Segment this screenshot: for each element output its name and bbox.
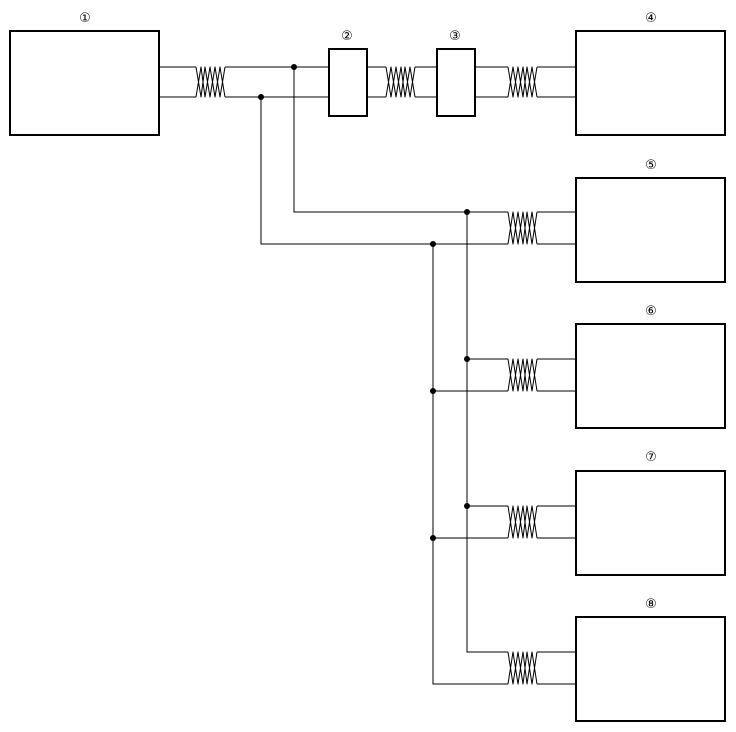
component-box-4 [575, 30, 726, 136]
label-component-1: ① [79, 11, 91, 26]
junction-dot [464, 503, 470, 509]
label-component-8: ⑧ [645, 597, 657, 612]
branch-7 [433, 505, 576, 539]
component-box-7 [575, 470, 726, 576]
junction-dot [430, 241, 436, 247]
junction-dot [464, 356, 470, 362]
branch-8 [507, 651, 576, 685]
component-box-6 [575, 323, 726, 429]
junction-dot [430, 388, 436, 394]
junction-dots [258, 64, 470, 541]
junction-dot [464, 209, 470, 215]
junction-dot [430, 535, 436, 541]
branch-6 [433, 358, 576, 392]
junction-dot [258, 94, 264, 100]
component-box-3 [436, 48, 476, 117]
component-box-2 [328, 48, 368, 117]
junction-dot [291, 64, 297, 70]
twisted-pair-3 [507, 66, 538, 98]
twisted-pair-2 [385, 66, 416, 98]
label-component-7: ⑦ [645, 450, 657, 465]
label-component-2: ② [341, 29, 353, 44]
component-box-5 [575, 177, 726, 283]
label-component-6: ⑥ [645, 304, 657, 319]
label-component-3: ③ [449, 29, 461, 44]
twisted-pair-1 [195, 66, 226, 98]
component-box-1 [9, 30, 160, 136]
trunk-lines [260, 67, 508, 685]
label-component-4: ④ [645, 11, 657, 26]
component-box-8 [575, 616, 726, 722]
label-component-5: ⑤ [645, 158, 657, 173]
main-bus [159, 66, 576, 98]
branch-5 [433, 211, 576, 245]
